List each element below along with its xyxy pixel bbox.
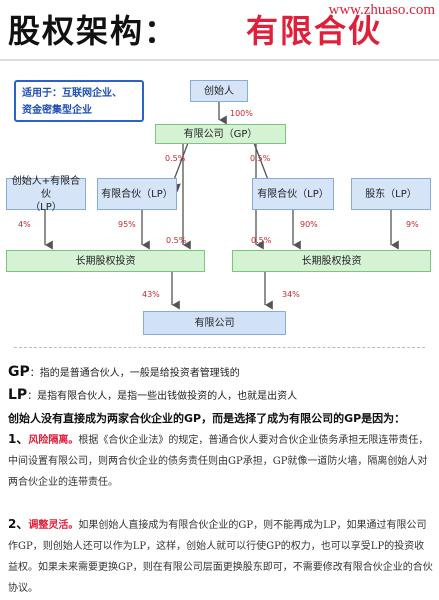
gp-company-box: 有限公司（GP） [155, 124, 286, 144]
reason-1-keyword: 风险隔离。 [28, 435, 79, 446]
operating-company-label: 有限公司 [194, 317, 235, 329]
gp-term: GP [8, 364, 30, 380]
percent-gp-incentive-right: 0.5% [251, 236, 272, 245]
scope-line-2: 资金密集型企业 [22, 105, 92, 116]
percent-lp1: 95% [118, 220, 136, 229]
reason-1-body: 根据《合伙企业法》的规定，普通合伙人要对合伙企业债务承担无限连带责任，中间设置有… [8, 435, 429, 488]
lp-term: LP [8, 387, 28, 403]
lp1-box: 有限合伙（LP） [97, 178, 177, 210]
percent-gp-incentive-left: 0.5% [166, 236, 187, 245]
gp-company-label: 有限公司（GP） [183, 128, 258, 140]
percent-bottom-left: 43% [142, 290, 160, 299]
reason-2-number: 2、 [8, 517, 29, 531]
connector-lines [44, 101, 399, 310]
watermark: www.zhuaso.com [328, 2, 435, 18]
incentive-bar-right: 长期股权投资 [232, 250, 431, 272]
lp-founder-line-2: （LP） [30, 201, 62, 213]
percent-lp-left: 4% [18, 220, 31, 229]
shareholder-box: 股东（LP） [351, 178, 431, 210]
lp-definition-text: ：是指有限合伙人，是指一些出钱做投资的人，也就是出资人 [27, 391, 298, 402]
reason-1-number: 1、 [8, 432, 29, 446]
percent-gp-right: 0.5% [250, 154, 271, 163]
gp-definition-text: ：指的是普通合伙人，一般是给投资者管理钱的 [29, 368, 240, 379]
reason-heading: 创始人没有直接成为两家合伙企业的GP，而是选择了成为有限公司的GP是因为： [8, 412, 406, 425]
lp-founder-line-1: 创始人+有限合伙 [11, 175, 81, 200]
lp-definition: LP：是指有限合伙人，是指一些出钱做投资的人，也就是出资人 [8, 387, 297, 403]
founder-box: 创始人 [190, 80, 248, 102]
reason-paragraph-2: 2、调整灵活。如果创始人直接成为有限合伙企业的GP，则不能再成为LP，如果通过有… [8, 514, 434, 599]
founder-label: 创始人 [204, 85, 234, 97]
header-divider [0, 59, 439, 61]
reason-paragraph-1: 1、风险隔离。根据《合伙企业法》的规定，普通合伙人要对合伙企业债务承担无限连带责… [8, 429, 434, 493]
scope-line-1: 适用于：互联网企业、 [22, 88, 122, 99]
percent-gp-left: 0.5% [165, 154, 186, 163]
page-title: 股权架构： [8, 12, 179, 50]
percent-lp2: 90% [300, 220, 318, 229]
incentive-left-label: 长期股权投资 [75, 255, 136, 267]
shareholder-label: 股东（LP） [365, 188, 417, 200]
lp2-box: 有限合伙（LP） [252, 178, 334, 210]
percent-shareholder: 9% [406, 220, 419, 229]
reason-2-body: 如果创始人直接成为有限合伙企业的GP，则不能再成为LP，如果通过有限公司作GP，… [8, 520, 433, 594]
gp-definition: GP：指的是普通合伙人，一般是给投资者管理钱的 [8, 364, 240, 380]
section-divider [14, 347, 425, 348]
percent-founder-gp: 100% [230, 109, 253, 118]
operating-company-box: 有限公司 [143, 311, 286, 335]
lp1-label: 有限合伙（LP） [101, 188, 173, 200]
reason-2-keyword: 调整灵活。 [28, 520, 79, 531]
scope-note: 适用于：互联网企业、 资金密集型企业 [14, 80, 144, 122]
lp-founder-partnership-box: 创始人+有限合伙 （LP） [6, 175, 86, 213]
page-title-highlight: 有限合伙 [246, 12, 383, 50]
incentive-right-label: 长期股权投资 [301, 255, 362, 267]
percent-bottom-right: 34% [282, 290, 300, 299]
incentive-bar-left: 长期股权投资 [6, 250, 205, 272]
lp2-label: 有限合伙（LP） [257, 188, 329, 200]
